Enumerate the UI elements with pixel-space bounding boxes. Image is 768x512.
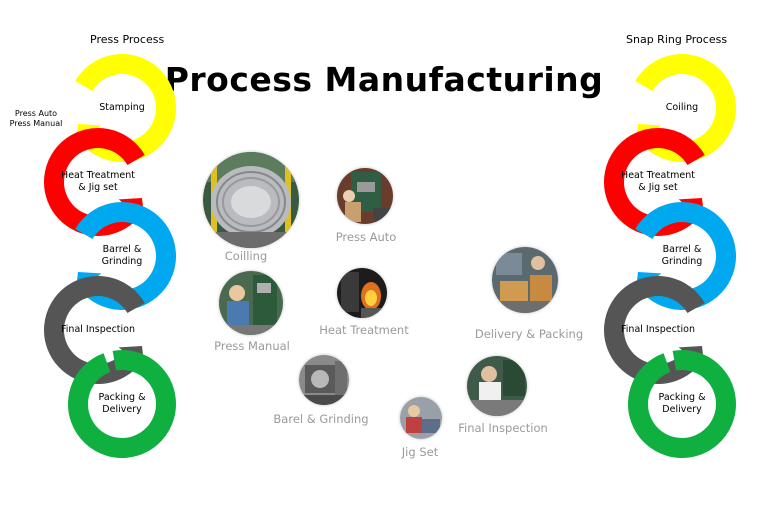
delivery-packing-photo-label: Delivery & Packing xyxy=(474,327,584,341)
jig-set-photo-label: Jig Set xyxy=(401,445,439,459)
right-step-coiling-label: Coiling xyxy=(665,102,699,113)
left-step-stamping-label: Stamping xyxy=(99,102,145,113)
right-step-heat-treatment-jig-set-label: Heat Treatment& Jig set xyxy=(621,170,695,193)
press-auto-photo-label: Press Auto xyxy=(335,230,397,244)
heat-treatment-photo-label: Heat Treatment xyxy=(319,323,409,337)
right-step-final-inspection-label: Final Inspection xyxy=(621,324,695,335)
press-machine-photo xyxy=(337,168,393,224)
press-type-note: Press Auto Press Manual xyxy=(8,109,64,129)
final-inspection-photo-label: Final Inspection xyxy=(458,421,548,435)
barrel-grinding-photo-label: Barel & Grinding xyxy=(273,412,369,426)
left-step-heat-treatment-jig-set-label: Heat Treatment& Jig set xyxy=(61,170,135,193)
grinding-machine-photo xyxy=(299,355,349,405)
coiling-photo-label: Coilling xyxy=(224,249,268,263)
right-step-packing-delivery-label: Packing &Delivery xyxy=(658,392,706,415)
left-step-packing-delivery-label: Packing &Delivery xyxy=(98,392,146,415)
page-title: Process Manufacturing xyxy=(164,60,604,99)
left-step-barrel-grinding-label: Barrel &Grinding xyxy=(101,244,143,267)
press-auto-note: Press Auto xyxy=(14,109,58,118)
inspection-photo xyxy=(467,356,527,416)
furnace-photo xyxy=(337,268,387,318)
coil-photo xyxy=(203,152,299,248)
jig-set-photo xyxy=(400,397,442,439)
press-manual-note: Press Manual xyxy=(9,119,63,128)
left-column-heading: Press Process xyxy=(90,33,165,46)
left-step-final-inspection-label: Final Inspection xyxy=(61,324,135,335)
right-step-barrel-grinding-label: Barrel &Grinding xyxy=(661,244,703,267)
right-flow-arrow-5 xyxy=(628,350,736,458)
worker-press-photo xyxy=(219,271,283,335)
right-column-heading: Snap Ring Process xyxy=(626,33,728,46)
packing-photo xyxy=(492,247,558,313)
press-manual-photo-label: Press Manual xyxy=(214,339,290,353)
left-flow-arrow-5 xyxy=(68,350,176,458)
